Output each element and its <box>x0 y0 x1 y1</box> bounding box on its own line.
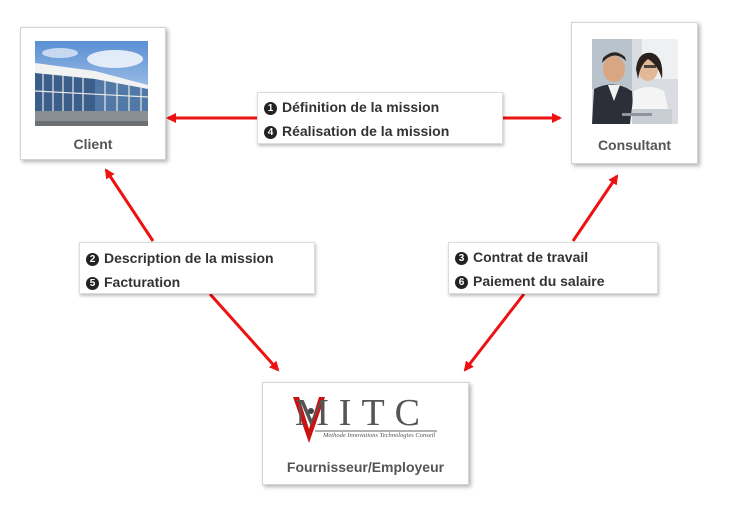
step-number-badge: 6 <box>455 276 468 289</box>
note-item: 5 Facturation <box>86 274 180 290</box>
note-item: 4 Réalisation de la mission <box>264 123 449 139</box>
step-number-badge: 4 <box>264 126 277 139</box>
note-item-text: Facturation <box>104 274 181 290</box>
arrow-left-to-client <box>104 168 155 242</box>
note-item: 3 Contrat de travail <box>455 249 588 265</box>
note-client-provider: 2 Description de la mission 5 Facturation <box>79 242 315 294</box>
note-consultant-provider: 3 Contrat de travail 6 Paiement du salaire <box>448 242 658 294</box>
note-item: 6 Paiement du salaire <box>455 273 605 289</box>
consultant-label: Consultant <box>597 137 672 153</box>
note-item: 2 Description de la mission <box>86 250 274 266</box>
arrow-left-to-provider <box>208 292 280 372</box>
business-people-photo <box>592 39 678 124</box>
mitc-logo-graphic <box>293 397 437 443</box>
logo-tagline: Methode Innovations Technologies Conseil <box>323 432 436 439</box>
note-item-text: Définition de la mission <box>282 99 440 115</box>
note-item-text: Paiement du salaire <box>473 273 605 289</box>
step-number-badge: 3 <box>455 252 468 265</box>
client-card: Client <box>20 27 166 160</box>
step-number-badge: 5 <box>86 277 99 290</box>
provider-card: MITC Methode Innovations Technologies Co… <box>262 382 469 485</box>
step-number-badge: 2 <box>86 253 99 266</box>
consultant-card: Consultant <box>571 22 698 164</box>
note-item: 1 Définition de la mission <box>264 99 439 115</box>
logo-letters: MITC <box>295 392 430 434</box>
note-client-consultant: 1 Définition de la mission 4 Réalisation d… <box>257 92 503 144</box>
arrow-right-to-consultant <box>571 174 619 242</box>
note-item-text: Description de la mission <box>104 250 274 266</box>
provider-label: Fournisseur/Employeur <box>286 459 445 475</box>
note-item-text: Réalisation de la mission <box>282 123 450 139</box>
note-item-text: Contrat de travail <box>473 249 589 265</box>
arrow-right-to-provider <box>463 293 526 372</box>
office-building-photo <box>35 41 148 126</box>
step-number-badge: 1 <box>264 102 277 115</box>
mitc-logo: MITC Methode Innovations Technologies Co… <box>289 391 449 449</box>
client-label: Client <box>73 136 113 152</box>
